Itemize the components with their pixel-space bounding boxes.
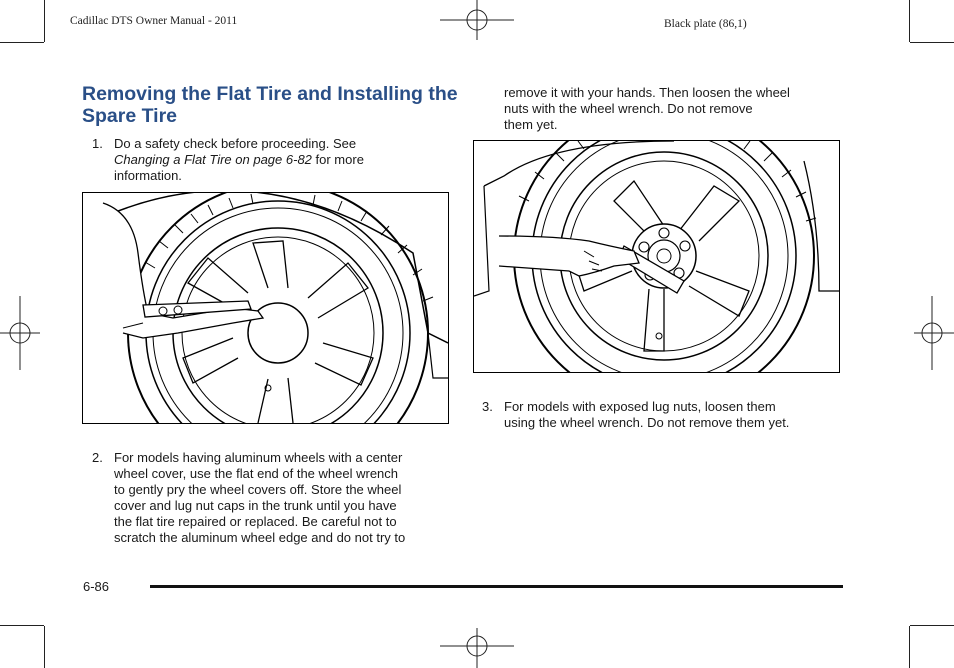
crop-mark xyxy=(44,0,45,42)
registration-mark-bottom xyxy=(440,628,514,668)
figure-wheel-cover-removal xyxy=(82,192,449,424)
step-3: 3. For models with exposed lug nuts, loo… xyxy=(482,399,842,433)
crop-mark xyxy=(910,625,954,626)
step-text-line: using the wheel wrench. Do not remove th… xyxy=(504,415,790,430)
step-number: 3. xyxy=(482,399,493,414)
cross-reference-link[interactable]: Changing a Flat Tire on page 6-82 xyxy=(114,152,312,167)
step-text-line: For models having aluminum wheels with a… xyxy=(114,450,403,465)
step-text-line: scratch the aluminum wheel edge and do n… xyxy=(114,530,406,545)
step-number: 2. xyxy=(92,450,103,465)
crop-mark xyxy=(909,626,910,668)
crop-mark xyxy=(909,0,910,42)
step-2: 2. For models having aluminum wheels wit… xyxy=(92,450,452,550)
registration-mark-top xyxy=(440,0,514,40)
step-text-line: Do a safety check before proceeding. See xyxy=(114,136,357,151)
step-2-continuation: remove it with your hands. Then loosen t… xyxy=(504,85,844,135)
registration-mark-left xyxy=(0,296,40,370)
step-text: for more xyxy=(311,152,364,167)
step-text-line: For models with exposed lug nuts, loosen… xyxy=(504,399,776,414)
page-number: 6-86 xyxy=(83,579,110,594)
wheel-nut-wrench-illustration xyxy=(474,141,839,372)
section-title: Removing the Flat Tire and Installing th… xyxy=(82,83,458,127)
footer-rule xyxy=(150,585,843,588)
step-text-line: information. xyxy=(114,168,182,183)
figure-loosen-wheel-nuts xyxy=(473,140,840,373)
step-text-line: the flat tire repaired or replaced. Be c… xyxy=(114,514,397,529)
crop-mark xyxy=(910,42,954,43)
step-text-line: to gently pry the wheel covers off. Stor… xyxy=(114,482,402,497)
crop-mark xyxy=(44,626,45,668)
crop-mark xyxy=(0,42,44,43)
plate-label: Black plate (86,1) xyxy=(664,18,747,30)
step-text-line: wheel cover, use the flat end of the whe… xyxy=(114,466,399,481)
document-title: Cadillac DTS Owner Manual - 2011 xyxy=(70,15,238,27)
step-text-line: nuts with the wheel wrench. Do not remov… xyxy=(504,101,753,116)
step-text-line: remove it with your hands. Then loosen t… xyxy=(504,85,790,100)
step-number: 1. xyxy=(92,136,103,151)
step-text-line: cover and lug nut caps in the trunk unti… xyxy=(114,498,397,513)
crop-mark xyxy=(0,625,44,626)
registration-mark-right xyxy=(914,296,954,370)
step-text-line: them yet. xyxy=(504,117,558,132)
step-1: 1. Do a safety check before proceeding. … xyxy=(92,136,452,186)
wheel-wrench-illustration xyxy=(102,193,448,423)
